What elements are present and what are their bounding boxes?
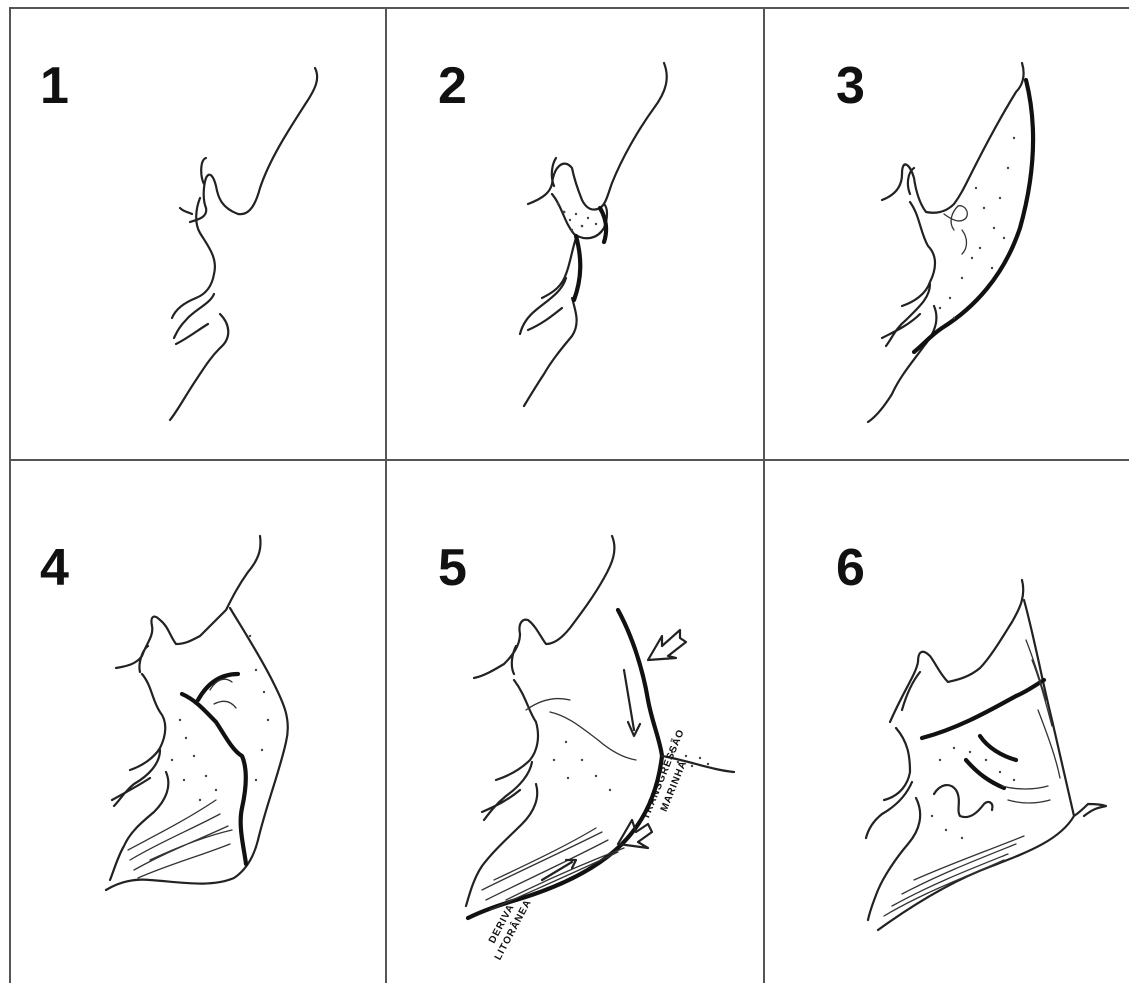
panel-1: 1	[10, 8, 386, 460]
panel-5: 5 DERIVA LITORÂNEA TRANSGRESSÃO MARI	[386, 460, 764, 983]
frame-divider-1	[385, 7, 387, 983]
coastline-drawing	[386, 8, 764, 460]
frame-divider-2	[763, 7, 765, 983]
coastline-drawing	[764, 8, 1129, 460]
frame-middle-horizontal	[10, 459, 1129, 461]
panel-2: 2	[386, 8, 764, 460]
panel-4: 4	[10, 460, 386, 983]
label-transgressao-marinha: TRANSGRESSÃO MARINHA	[639, 727, 700, 827]
panel-6: 6	[764, 460, 1129, 983]
coastline-drawing	[10, 460, 386, 983]
coastline-drawing	[10, 8, 386, 460]
panel-3: 3	[764, 8, 1129, 460]
frame-top	[10, 7, 1129, 9]
frame-left	[9, 7, 11, 983]
coastline-drawing: DERIVA LITORÂNEA TRANSGRESSÃO MARINHA	[386, 460, 764, 983]
coastline-drawing	[764, 460, 1129, 983]
